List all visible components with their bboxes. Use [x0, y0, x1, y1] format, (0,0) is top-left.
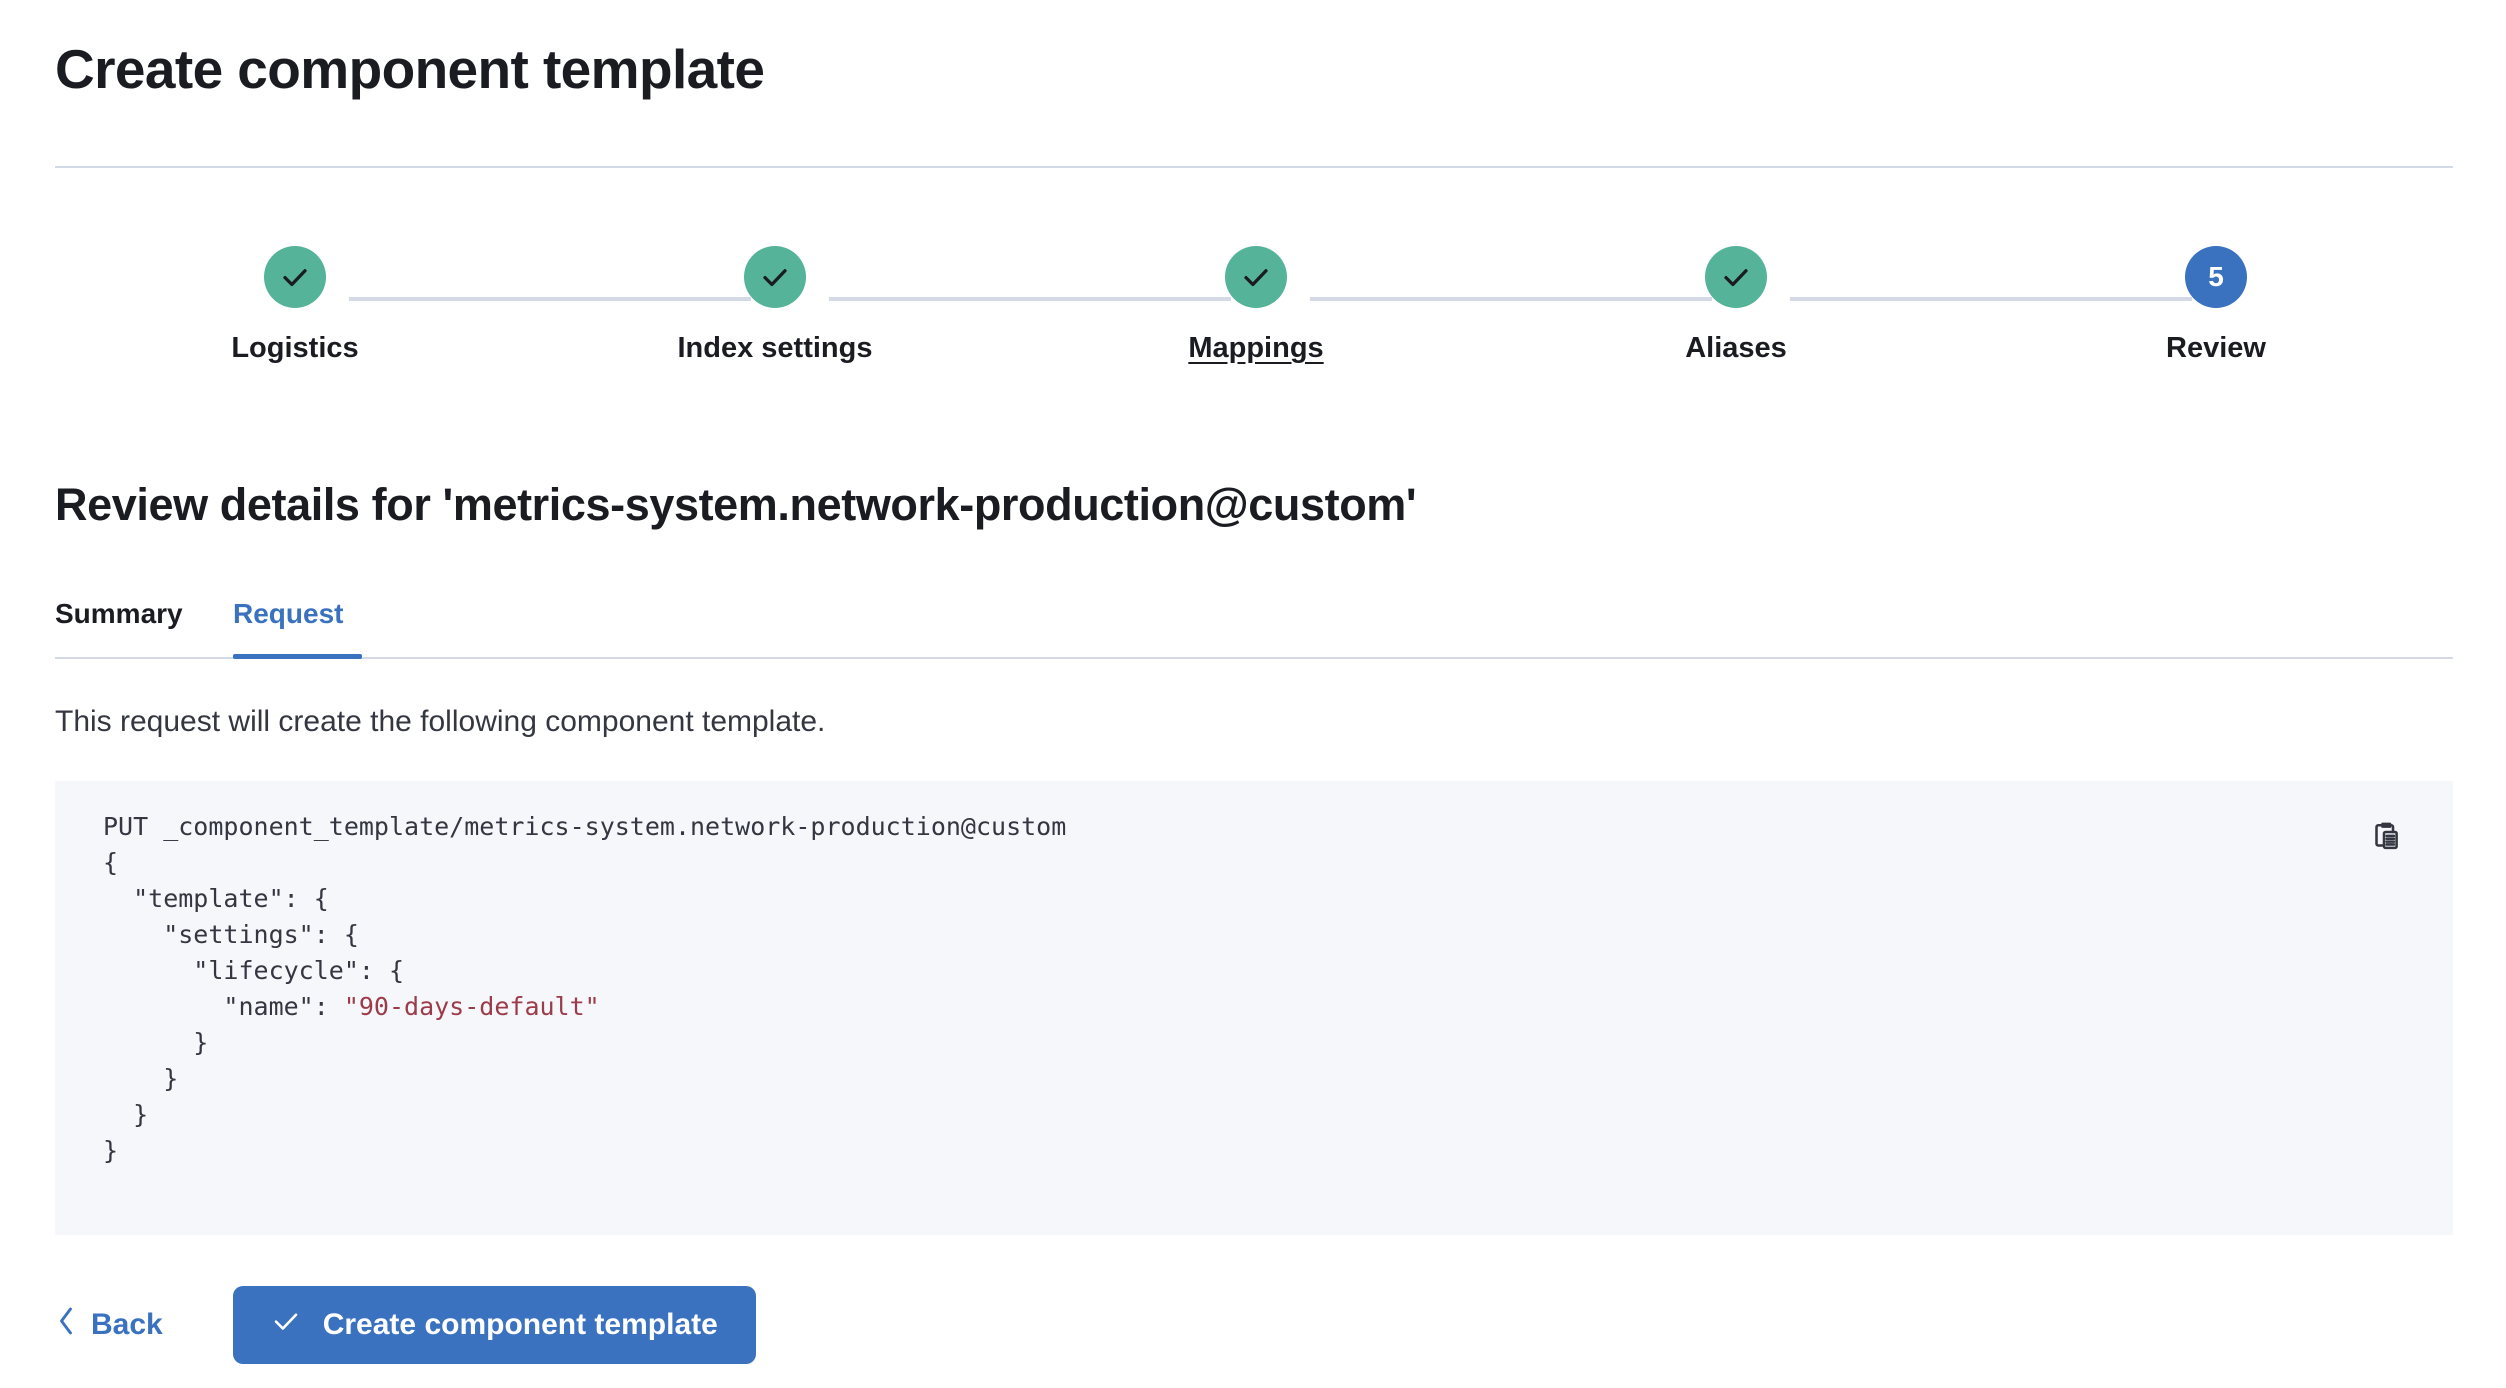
wizard-step-label: Index settings: [677, 332, 873, 364]
wizard-step-index-settings[interactable]: Index settings: [625, 246, 925, 365]
code-line: "template": {: [103, 884, 329, 913]
step-status-complete-icon[interactable]: [264, 246, 326, 308]
tabs-divider: [55, 657, 2453, 659]
review-details-heading: Review details for 'metrics-system.netwo…: [55, 479, 1417, 530]
wizard-step-label: Aliases: [1685, 332, 1787, 364]
step-status-complete-icon[interactable]: [1705, 246, 1767, 308]
wizard-step-aliases[interactable]: Aliases: [1586, 246, 1886, 365]
review-tabs: Summary Request: [55, 595, 2453, 659]
code-line: }: [103, 1028, 209, 1057]
tab-summary[interactable]: Summary: [55, 595, 183, 659]
wizard-step-label: Review: [2166, 332, 2266, 364]
check-icon: [271, 1306, 301, 1344]
wizard-step-mappings[interactable]: Mappings: [1106, 246, 1406, 365]
code-line: {: [103, 848, 119, 877]
request-description: This request will create the following c…: [55, 705, 826, 738]
step-status-complete-icon[interactable]: [744, 246, 806, 308]
code-line: }: [103, 1100, 149, 1129]
step-connector-line: [1310, 297, 1712, 301]
step-connector-line: [829, 297, 1231, 301]
wizard-step-label[interactable]: Mappings: [1188, 332, 1324, 364]
copy-to-clipboard-button[interactable]: [2359, 811, 2415, 867]
wizard-footer-actions: Back Create component template: [55, 1285, 756, 1365]
step-connector-line: [1790, 297, 2192, 301]
tab-request[interactable]: Request: [233, 595, 343, 659]
wizard-step-logistics[interactable]: Logistics: [145, 246, 445, 365]
step-status-complete-icon[interactable]: [1225, 246, 1287, 308]
code-line: }: [103, 1064, 179, 1093]
code-line: "settings": {: [103, 920, 359, 949]
create-component-template-button[interactable]: Create component template: [232, 1286, 756, 1364]
create-component-template-label: Create component template: [322, 1308, 718, 1341]
step-connector-line: [349, 297, 751, 301]
clipboard-copy-icon: [2369, 820, 2405, 859]
wizard-step-review[interactable]: 5 Review: [2066, 246, 2366, 365]
request-code-panel: PUT _component_template/metrics-system.n…: [55, 781, 2453, 1235]
back-button-label: Back: [91, 1308, 163, 1341]
header-divider: [55, 166, 2453, 168]
code-line: PUT _component_template/metrics-system.n…: [103, 812, 1067, 841]
back-button[interactable]: Back: [55, 1306, 177, 1344]
step-number-badge[interactable]: 5: [2185, 246, 2247, 308]
code-line: "name": "90-days-default": [103, 992, 600, 1021]
code-key: "name":: [103, 992, 344, 1021]
code-string-value: "90-days-default": [343, 992, 600, 1021]
active-tab-indicator: [233, 654, 362, 659]
wizard-step-label: Logistics: [231, 332, 359, 364]
wizard-stepper: Logistics Index settings Mappings Aliase…: [55, 246, 2453, 386]
code-line: "lifecycle": {: [103, 956, 405, 985]
page-title: Create component template: [55, 38, 765, 100]
request-code-block: PUT _component_template/metrics-system.n…: [103, 809, 2333, 1169]
chevron-left-icon: [55, 1306, 77, 1344]
code-line: }: [103, 1136, 119, 1165]
